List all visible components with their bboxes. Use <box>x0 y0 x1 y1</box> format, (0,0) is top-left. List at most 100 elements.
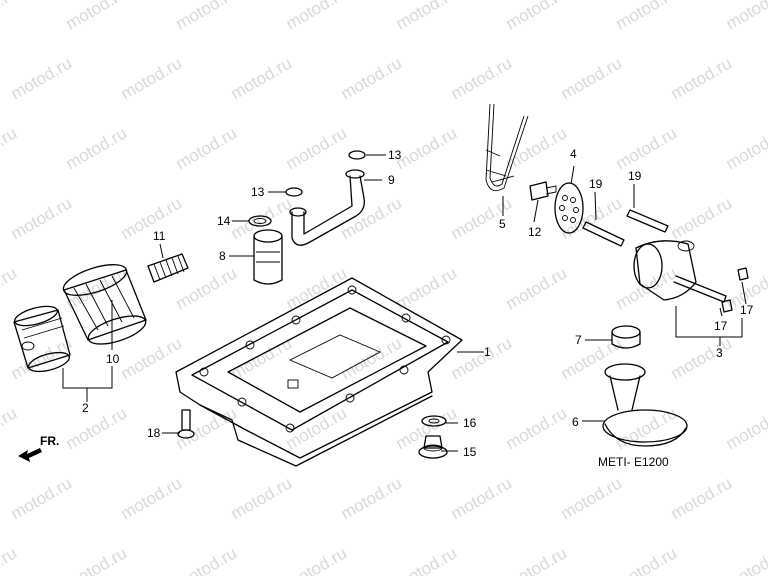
watermark-text: motod.ru <box>558 333 626 383</box>
flange-bolt-19-lower <box>582 221 625 247</box>
callout-19-right: 19 <box>628 169 642 183</box>
watermark-text: motod.ru <box>448 53 516 103</box>
callout-12: 12 <box>528 225 542 239</box>
dowel-pin-17-left <box>721 299 733 313</box>
watermark-text: motod.ru <box>8 193 76 243</box>
callout-18: 18 <box>147 426 161 440</box>
watermark-text: motod.ru <box>668 53 736 103</box>
oil-strainer <box>602 363 688 447</box>
sealing-washer <box>421 415 447 427</box>
oil-pump-sprocket <box>554 182 584 234</box>
callouts: 1 2 3 4 5 6 7 8 9 10 11 12 13 13 14 15 1… <box>82 147 754 459</box>
o-ring-13-lower <box>285 187 303 197</box>
diagram-code: METI- E1200 <box>598 455 669 469</box>
watermark-text: motod.ru <box>393 123 461 173</box>
callout-1: 1 <box>484 345 491 359</box>
watermark-text: motod.ru <box>393 0 461 33</box>
callout-3: 3 <box>716 346 723 360</box>
watermark-text: motod.ru <box>228 473 296 523</box>
watermark-text: motod.ru <box>503 403 571 453</box>
callout-7: 7 <box>575 333 582 347</box>
callout-6: 6 <box>572 415 579 429</box>
callout-17-left: 17 <box>714 319 728 333</box>
callout-2: 2 <box>82 401 89 415</box>
watermark-text: motod.ru <box>8 473 76 523</box>
oil-pipe <box>289 169 365 246</box>
watermark-text: motod.ru <box>668 473 736 523</box>
watermark-text: motod.ru <box>613 543 681 576</box>
watermark-text: motod.ru <box>63 0 131 33</box>
oil-pan <box>175 277 463 467</box>
watermark-text: motod.ru <box>0 543 20 576</box>
watermark-text: motod.ru <box>613 0 681 33</box>
sprocket-bolt <box>529 181 557 201</box>
callout-11: 11 <box>153 229 166 243</box>
watermark-text: motod.ru <box>723 543 768 576</box>
watermark-text: motod.ru <box>668 193 736 243</box>
watermark-text: motod.ru <box>228 53 296 103</box>
watermark-text: motod.ru <box>393 543 461 576</box>
callout-10: 10 <box>106 352 120 366</box>
watermark-text: motod.ru <box>338 193 406 243</box>
watermark-text: motod.ru <box>283 0 351 33</box>
watermark-text: motod.ru <box>283 543 351 576</box>
o-ring-13-upper <box>348 150 366 160</box>
watermark-text: motod.ru <box>0 263 20 313</box>
oil-filter <box>62 264 147 345</box>
leader-lines <box>62 154 747 452</box>
dowel-pin-17-right <box>737 267 749 281</box>
watermark-text: motod.ru <box>723 403 768 453</box>
watermark-text: motod.ru <box>283 123 351 173</box>
watermark-text: motod.ru <box>173 543 241 576</box>
watermark-text: motod.ru <box>723 123 768 173</box>
watermark-text: motod.ru <box>173 263 241 313</box>
watermark-text: motod.ru <box>63 403 131 453</box>
watermark-text: motod.ru <box>63 123 131 173</box>
watermark-text: motod.ru <box>118 333 186 383</box>
watermark-text: motod.ru <box>503 0 571 33</box>
watermark-text: motod.ru <box>558 473 626 523</box>
watermark-text: motod.ru <box>338 333 406 383</box>
watermark-text: motod.ru <box>118 193 186 243</box>
watermark-text: motod.ru <box>118 53 186 103</box>
callout-4: 4 <box>570 147 577 161</box>
callout-13-lower: 13 <box>251 185 265 199</box>
drain-bolt <box>418 435 448 459</box>
oil-pump-chain <box>485 103 529 192</box>
callout-9: 9 <box>388 173 395 187</box>
callout-19-left: 19 <box>589 177 603 191</box>
watermark-text: motod.ru <box>448 473 516 523</box>
watermark-text: motod.ru <box>338 53 406 103</box>
watermark-text: motod.ru <box>0 0 20 33</box>
watermark-text: motod.ru <box>503 263 571 313</box>
watermark-text: motod.ru <box>613 123 681 173</box>
watermark-text: motod.ru <box>63 543 131 576</box>
callout-15: 15 <box>463 445 477 459</box>
watermark-text: motod.ru <box>0 123 20 173</box>
watermark-text: motod.ru <box>0 403 20 453</box>
callout-14: 14 <box>217 214 231 228</box>
oil-pump <box>633 240 727 303</box>
watermark-text: motod.ru <box>63 263 131 313</box>
watermark-text: motod.ru <box>283 263 351 313</box>
watermark-text: motod.ru <box>338 473 406 523</box>
callout-5: 5 <box>499 217 506 231</box>
filter-stud <box>147 253 189 283</box>
callout-16: 16 <box>463 416 477 430</box>
watermark-text: motod.ru <box>8 333 76 383</box>
callout-8: 8 <box>219 249 226 263</box>
watermark-text: motod.ru <box>228 333 296 383</box>
watermark-text: motod.ru <box>8 53 76 103</box>
strainer-seal <box>611 325 641 349</box>
watermark-text: motod.ru <box>173 0 241 33</box>
flange-bolt-18 <box>177 409 195 439</box>
watermark-text: motod.ru <box>503 123 571 173</box>
watermark-text: motod.ru <box>503 543 571 576</box>
watermark-text: motod.ru <box>723 0 768 33</box>
oil-pipe-joint <box>253 229 283 285</box>
callout-17-right: 17 <box>740 303 754 317</box>
flange-bolt-19-upper <box>626 209 669 233</box>
